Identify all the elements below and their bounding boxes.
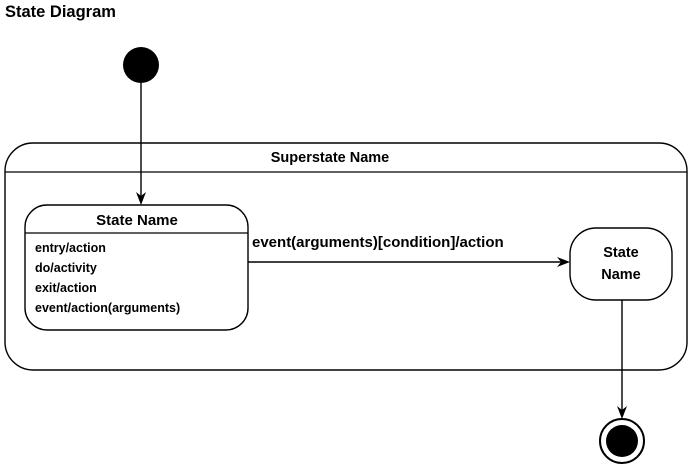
target-state-label-line1: State [603, 245, 638, 261]
target-state-label-line2: Name [601, 267, 641, 283]
final-state-node [606, 425, 638, 457]
state-box-target [569, 227, 673, 301]
superstate-container [4, 142, 688, 371]
state-box-composite [24, 204, 249, 331]
initial-state-node [123, 47, 159, 83]
transition-label: event(arguments)[condition]/action [252, 234, 504, 251]
state-action-exit: exit/action [35, 281, 97, 295]
state-name-label: State Name [96, 212, 178, 229]
state-action-entry: entry/action [35, 241, 106, 255]
final-state-outer-ring [599, 418, 645, 464]
arrowhead-down-final-icon [617, 406, 627, 419]
state-action-event: event/action(arguments) [35, 301, 180, 315]
state-action-do: do/activity [35, 261, 97, 275]
arrowhead-down-icon [136, 192, 146, 205]
page-title: State Diagram [5, 3, 116, 21]
superstate-label: Superstate Name [271, 150, 389, 166]
arrowhead-right-icon [557, 257, 570, 267]
